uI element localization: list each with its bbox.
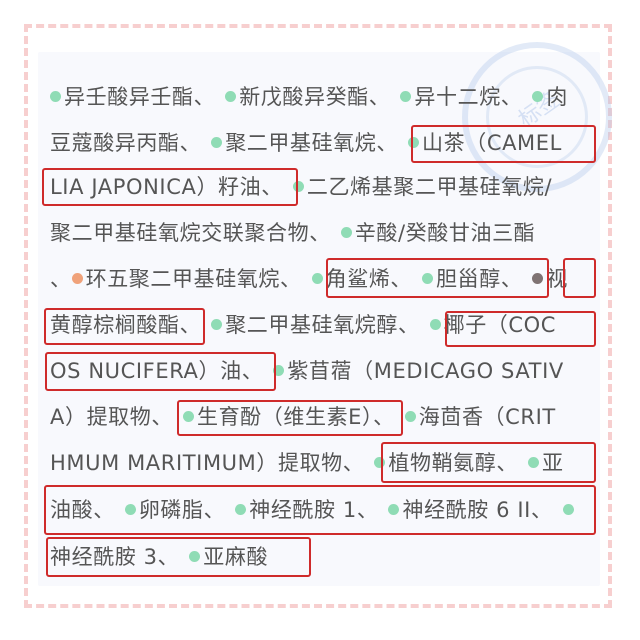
bullet-green-icon — [273, 364, 285, 376]
bullet-green-icon — [182, 410, 194, 422]
ingredient-text: 异十二烷、 — [414, 85, 523, 109]
bullet-green-icon — [225, 90, 237, 102]
ingredient-text: 聚二甲基硅氧烷、 — [225, 131, 399, 155]
bullet-green-icon — [532, 90, 544, 102]
ingredient-text: HMUM MARITIMUM）提取物、 — [50, 451, 365, 475]
ingredient-text: 山茶（CAMEL — [422, 131, 562, 155]
ingredient-text: A）提取物、 — [50, 405, 173, 429]
bullet-green-icon — [422, 272, 434, 284]
watermark-stamp: 标签 — [462, 42, 612, 192]
ingredient-text: 椰子（COC — [443, 313, 557, 337]
ingredient-line-4: 聚二甲基硅氧烷交联聚合物、辛酸/癸酸甘油三酯 — [50, 218, 535, 248]
ingredient-line-2: 豆蔻酸异丙酯、聚二甲基硅氧烷、山茶（CAMEL — [50, 128, 562, 158]
ingredient-line-11: 神经酰胺 3、亚麻酸 — [50, 542, 268, 572]
bullet-green-icon — [562, 503, 574, 515]
ingredient-line-5: 、环五聚二甲基硅氧烷、角鲨烯、胆甾醇、视 — [50, 264, 568, 294]
bullet-green-icon — [211, 136, 223, 148]
ingredient-text: 油酸、 — [50, 498, 115, 522]
ingredient-text: 亚麻酸 — [203, 545, 269, 569]
bullet-green-icon — [235, 503, 247, 515]
bullet-green-icon — [311, 272, 323, 284]
ingredient-text: 、 — [373, 405, 395, 429]
dashed-frame — [24, 24, 612, 608]
bullet-green-icon — [388, 503, 400, 515]
ingredient-text: LIA JAPONICA）籽油、 — [50, 175, 283, 199]
ingredient-line-6: 黄醇棕榈酸酯、聚二甲基硅氧烷醇、椰子（COC — [50, 310, 556, 340]
ingredient-text: 、 — [50, 267, 72, 291]
ingredient-text: 新戊酸异癸酯、 — [239, 85, 391, 109]
ingredient-text: 环五聚二甲基硅氧烷、 — [85, 267, 302, 291]
ingredient-text: 神经酰胺 1、 — [249, 498, 379, 522]
bullet-gray-icon — [532, 272, 544, 284]
ingredient-text: 视 — [546, 267, 569, 291]
ingredient-text: 二乙烯基聚二甲基硅氧烷/ — [306, 175, 553, 199]
ingredient-text: 黄醇棕榈酸酯、 — [50, 313, 202, 337]
bullet-green-icon — [124, 503, 136, 515]
ingredient-line-10: 油酸、卵磷脂、神经酰胺 1、神经酰胺 6 II、 — [50, 495, 577, 525]
bullet-orange-icon — [71, 272, 83, 284]
ingredient-text: 神经酰胺 6 II、 — [402, 498, 553, 522]
ingredient-text: 聚二甲基硅氧烷醇、 — [225, 313, 420, 337]
ingredient-line-7: OS NUCIFERA）油、紫苜蓿（MEDICAGO SATIV — [50, 356, 564, 386]
bullet-green-icon — [527, 456, 539, 468]
ingredient-text: 胆甾醇、 — [436, 267, 523, 291]
ingredient-text: 角鲨烯、 — [325, 267, 413, 291]
bullet-green-icon — [400, 90, 412, 102]
ingredient-text: 植物鞘氨醇、 — [388, 451, 518, 475]
watermark-inner-ring — [486, 66, 588, 168]
ingredient-line-1: 异壬酸异壬酯、新戊酸异癸酯、异十二烷、肉 — [50, 82, 568, 112]
ingredient-text: OS NUCIFERA）油、 — [50, 359, 264, 383]
bullet-green-icon — [292, 180, 304, 192]
bullet-green-icon — [340, 226, 352, 238]
bullet-green-icon — [429, 318, 441, 330]
ingredient-text: 辛酸/癸酸甘油三酯 — [354, 221, 536, 245]
ingredient-text: 亚 — [541, 451, 564, 475]
ingredient-text: 卵磷脂、 — [138, 498, 226, 522]
ingredient-text: 聚二甲基硅氧烷交联聚合物、 — [50, 221, 331, 245]
ingredient-text: 豆蔻酸异丙酯、 — [50, 131, 202, 155]
ingredient-text: 紫苜蓿（MEDICAGO SATIV — [287, 359, 564, 383]
ingredient-text: 肉 — [546, 85, 569, 109]
ingredient-line-3: LIA JAPONICA）籽油、二乙烯基聚二甲基硅氧烷/ — [50, 172, 552, 202]
bullet-green-icon — [374, 456, 386, 468]
ingredient-text: 海茴香（CRIT — [418, 405, 556, 429]
ingredient-line-8: A）提取物、生育酚（维生素E）、海茴香（CRIT — [50, 402, 556, 432]
bullet-green-icon — [50, 90, 61, 102]
ingredient-text: 神经酰胺 3、 — [50, 545, 180, 569]
ingredient-text: 生育酚（维生素E） — [196, 405, 374, 429]
ingredient-text: 异壬酸异壬酯、 — [64, 85, 216, 109]
bullet-green-icon — [189, 550, 201, 562]
bullet-green-icon — [408, 136, 420, 148]
bullet-green-icon — [404, 410, 416, 422]
ingredient-line-9: HMUM MARITIMUM）提取物、植物鞘氨醇、亚 — [50, 448, 564, 478]
bullet-green-icon — [211, 318, 223, 330]
